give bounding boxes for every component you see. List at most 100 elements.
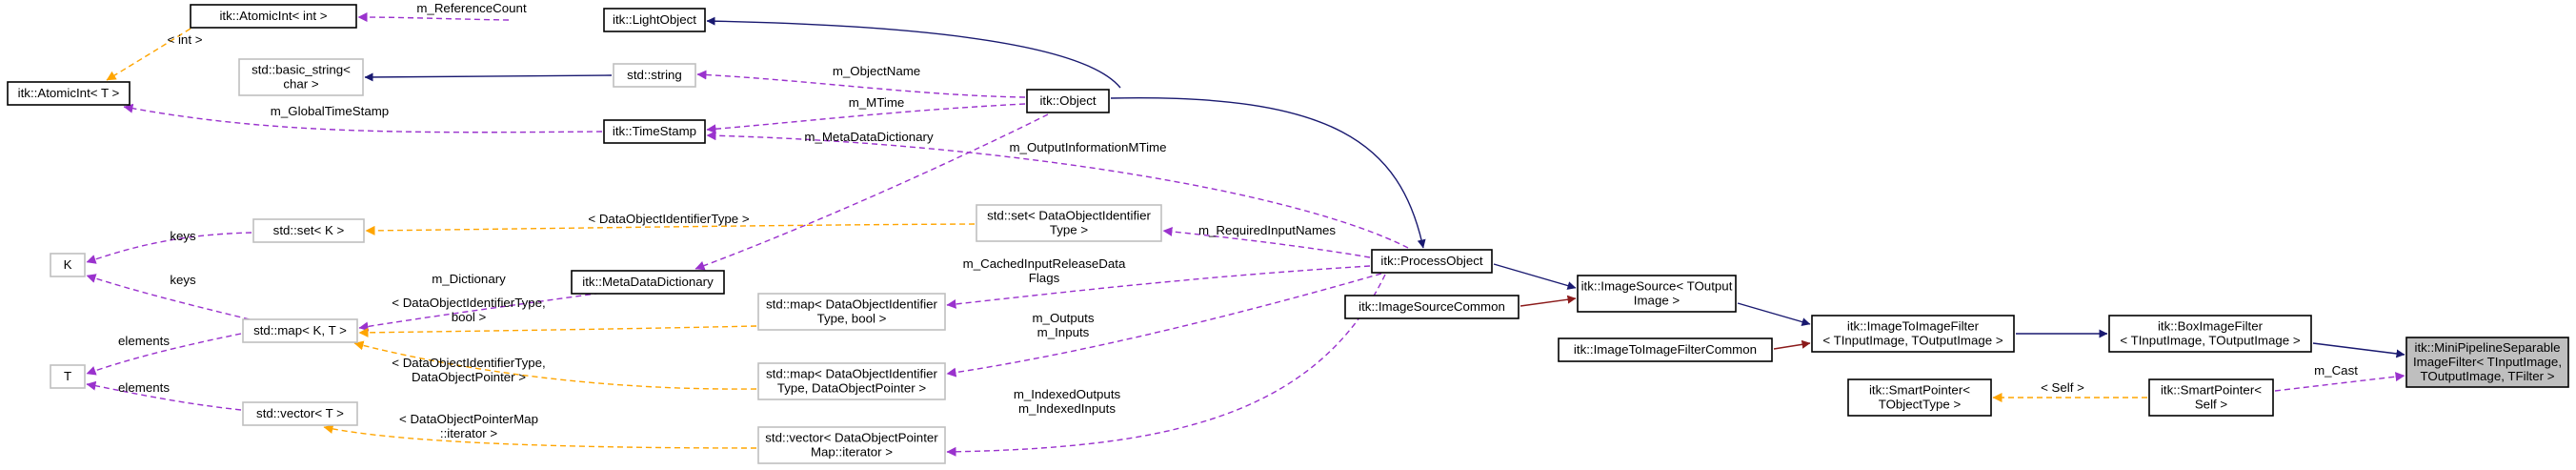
edge-lightobject-object <box>706 16 1121 89</box>
node-smartpointer-self[interactable]: itk::SmartPointer<Self > <box>2148 378 2274 417</box>
edge-global-ts <box>123 103 603 133</box>
edge-is-itif <box>1737 302 1811 326</box>
edge-label-map-dop-tpl: < DataObjectIdentifierType,DataObjectPoi… <box>392 356 546 384</box>
edge-label-global-ts: m_GlobalTimeStamp <box>271 104 389 118</box>
edge-label-elements-map: elements <box>118 334 170 348</box>
edge-po-imagesource <box>1493 263 1577 290</box>
node-label-line: std::vector< DataObjectPointer <box>765 431 938 445</box>
node-imagetoimagefiltercommon[interactable]: itk::ImageToImageFilterCommon <box>1558 337 1773 362</box>
edge-label-line: m_Outputs <box>1032 311 1094 325</box>
node-box <box>757 426 946 464</box>
edge-label-line: m_Dictionary <box>432 272 506 286</box>
node-std-string[interactable]: std::string <box>613 63 696 88</box>
node-label-line: itk::ImageToImageFilterCommon <box>1574 342 1757 357</box>
node-label-line: Self > <box>2195 398 2228 412</box>
node-label-line: std::map< DataObjectIdentifier <box>766 297 938 312</box>
edge-label-line: m_ObjectName <box>833 64 920 78</box>
node-vector-t[interactable]: std::vector< T > <box>242 401 358 426</box>
node-box <box>252 218 365 243</box>
node-timestamp[interactable]: itk::TimeStamp <box>603 119 706 144</box>
edge-label-reqinput: m_RequiredInputNames <box>1198 223 1336 237</box>
node-label: itk::BoxImageFilter< TInputImage, TOutpu… <box>2120 319 2300 348</box>
edge-label-line: < Self > <box>2041 380 2084 395</box>
edge-isc-imagesource <box>1519 295 1577 307</box>
edge-label-line: m_MetaDataDictionary <box>804 130 934 144</box>
node-label-line: itk::MetaDataDictionary <box>582 275 714 289</box>
node-label-line: Type, DataObjectPointer > <box>777 381 927 396</box>
edge-label-atomic-int-tpl: < int > <box>168 32 203 47</box>
edge-keys-set <box>86 232 252 264</box>
node-box <box>50 253 86 277</box>
node-map-kt[interactable]: std::map< K, T > <box>242 318 358 343</box>
node-label-line: Image > <box>1634 294 1680 308</box>
node-box <box>50 364 86 389</box>
node-label-line: Type > <box>1050 223 1089 237</box>
node-label: K <box>64 257 72 272</box>
node-label-line: < TInputImage, TOutputImage > <box>2120 334 2300 348</box>
node-box <box>2148 378 2274 417</box>
node-label: itk::ImageToImageFilterCommon <box>1574 342 1757 357</box>
node-atomicint-t[interactable]: itk::AtomicInt< T > <box>7 81 131 106</box>
edge-label-line: < DataObjectIdentifierType, <box>392 356 546 370</box>
node-imagesourcecommon[interactable]: itk::ImageSourceCommon <box>1344 295 1519 319</box>
node-label-line: itk::LightObject <box>613 12 696 27</box>
node-imagetoimagefilter[interactable]: itk::ImageToImageFilter< TInputImage, TO… <box>1811 315 2015 353</box>
node-processobject[interactable]: itk::ProcessObject <box>1371 249 1493 274</box>
node-label-line: itk::ImageToImageFilter <box>1847 319 1980 334</box>
node-label: T <box>64 369 71 383</box>
node-basic-string[interactable]: std::basic_string<char > <box>238 58 364 96</box>
edge-dictionary <box>358 291 611 332</box>
node-label: std::map< K, T > <box>253 323 347 337</box>
edge-label-cast: m_Cast <box>2314 363 2358 378</box>
node-t[interactable]: T <box>50 364 86 389</box>
edge-set-tpl <box>365 223 976 235</box>
edge-label-refcount: m_ReferenceCount <box>416 1 527 15</box>
node-box <box>1371 249 1493 274</box>
node-label-line: itk::TimeStamp <box>613 124 696 138</box>
edge-cached <box>946 265 1371 309</box>
node-label: itk::LightObject <box>613 12 696 27</box>
node-lightobject[interactable]: itk::LightObject <box>603 8 706 32</box>
edge-label-dictionary: m_Dictionary <box>432 272 506 286</box>
edge-label-mtime: m_MTime <box>849 95 905 110</box>
edge-label-line: m_Cast <box>2314 363 2358 378</box>
node-k[interactable]: K <box>50 253 86 277</box>
node-label-line: std::basic_string< <box>252 63 351 77</box>
node-label: itk::AtomicInt< T > <box>18 86 120 100</box>
node-atomicint-int[interactable]: itk::AtomicInt< int > <box>190 4 357 29</box>
node-smartpointer-t[interactable]: itk::SmartPointer<TObjectType > <box>1847 378 1992 417</box>
node-label-line: itk::Object <box>1039 93 1096 108</box>
edge-refcount <box>357 12 510 23</box>
node-label-line: std::map< DataObjectIdentifier <box>766 367 938 381</box>
node-label-line: std::map< K, T > <box>253 323 347 337</box>
node-label: std::basic_string<char > <box>252 63 351 92</box>
edge-map-bool-tpl <box>358 325 757 337</box>
edge-elements-vec <box>86 380 242 411</box>
node-box <box>603 8 706 32</box>
node-object[interactable]: itk::Object <box>1026 89 1110 113</box>
node-set-k[interactable]: std::set< K > <box>252 218 365 243</box>
node-label: itk::AtomicInt< int > <box>219 9 327 23</box>
node-label-line: std::set< K > <box>273 223 345 237</box>
node-boximagefilter[interactable]: itk::BoxImageFilter< TInputImage, TOutpu… <box>2108 315 2312 353</box>
edge-basicstring-string <box>364 72 613 82</box>
edge-label-vec-tpl: < DataObjectPointerMap::iterator > <box>399 412 538 440</box>
node-box <box>757 293 946 331</box>
node-metadatadictionary[interactable]: itk::MetaDataDictionary <box>571 270 725 295</box>
node-label: itk::MetaDataDictionary <box>582 275 714 289</box>
node-label-line: K <box>64 257 72 272</box>
node-label: std::vector< T > <box>256 406 344 420</box>
edge-label-line: Flags <box>1029 271 1060 285</box>
